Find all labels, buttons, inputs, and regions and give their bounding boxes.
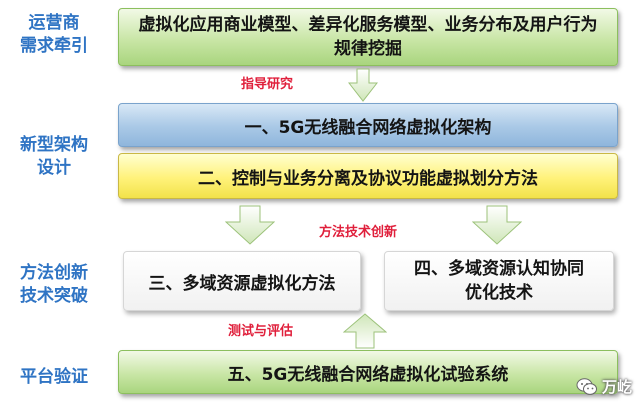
watermark: 万屹 — [576, 376, 632, 397]
arrow-label-guide: 指导研究 — [241, 77, 294, 92]
box-resource-virtualization-text: 三、多域资源虚拟化方法 — [148, 273, 336, 294]
box-business-model: 虚拟化应用商业模型、差异化服务模型、业务分布及用户行为规律挖掘 — [118, 8, 618, 66]
down-arrow-left-icon — [225, 205, 275, 245]
side-label-demand: 运营商 需求牵引 — [0, 12, 108, 58]
side-label-demand-line2: 需求牵引 — [20, 36, 88, 56]
down-arrow-right-icon — [472, 205, 522, 245]
watermark-text: 万屹 — [601, 378, 632, 396]
side-label-methods-line1: 方法创新 — [20, 263, 88, 283]
box-test-system-text: 五、5G无线融合网络虚拟化试验系统 — [227, 364, 509, 385]
side-label-architecture: 新型架构 设计 — [0, 134, 108, 180]
down-arrow-icon — [348, 68, 378, 102]
side-label-demand-line1: 运营商 — [28, 13, 80, 33]
box-architecture-text: 一、5G无线融合网络虚拟化架构 — [244, 117, 492, 138]
side-label-architecture-line1: 新型架构 — [20, 135, 88, 155]
side-label-methods: 方法创新 技术突破 — [0, 262, 108, 308]
side-label-platform-line1: 平台验证 — [20, 367, 88, 387]
up-arrow-icon — [343, 313, 387, 349]
box-resource-virtualization: 三、多域资源虚拟化方法 — [123, 251, 361, 311]
box-architecture: 一、5G无线融合网络虚拟化架构 — [118, 103, 618, 147]
box-control-separation-text: 二、控制与业务分离及协议功能虚拟划分方法 — [198, 168, 538, 189]
box-test-system: 五、5G无线融合网络虚拟化试验系统 — [118, 350, 618, 394]
side-label-architecture-line2: 设计 — [37, 158, 71, 178]
arrow-label-method: 方法技术创新 — [319, 225, 398, 240]
box-cognitive-optimization-text: 四、多域资源认知协同优化技术 — [414, 259, 584, 303]
box-control-separation: 二、控制与业务分离及协议功能虚拟划分方法 — [118, 153, 618, 199]
side-label-platform: 平台验证 — [0, 366, 108, 389]
side-label-methods-line2: 技术突破 — [20, 286, 88, 306]
wechat-icon — [576, 377, 597, 395]
box-cognitive-optimization: 四、多域资源认知协同优化技术 — [384, 251, 614, 311]
box-business-model-text: 虚拟化应用商业模型、差异化服务模型、业务分布及用户行为规律挖掘 — [138, 15, 598, 59]
arrow-label-test: 测试与评估 — [228, 324, 294, 339]
